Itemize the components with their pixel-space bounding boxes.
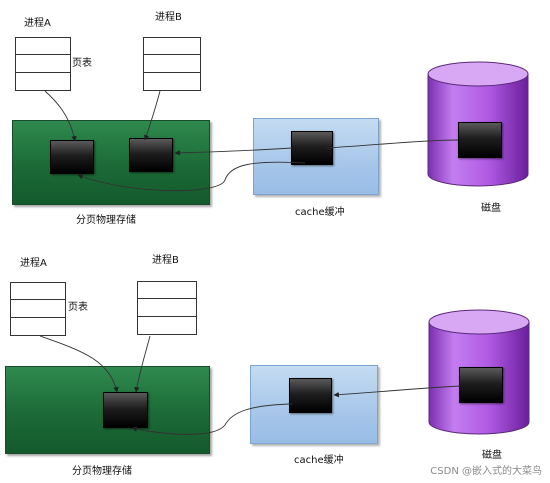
page-table-row bbox=[144, 38, 200, 56]
process-a-page-table bbox=[15, 37, 71, 91]
cache-page-block bbox=[289, 378, 332, 413]
process-b-page-table bbox=[137, 281, 197, 335]
paged-physical-memory bbox=[12, 120, 210, 205]
page-table-row bbox=[138, 299, 196, 317]
page-table-row bbox=[144, 55, 200, 73]
page-table-row bbox=[144, 73, 200, 90]
page-table-row bbox=[138, 317, 196, 334]
process-a-label: 进程A bbox=[24, 18, 51, 29]
disk-page-block bbox=[458, 122, 502, 158]
page-table-row bbox=[16, 73, 70, 90]
memory-label: 分页物理存储 bbox=[72, 466, 132, 477]
memory-page-block-b bbox=[129, 138, 173, 172]
process-b-page-table bbox=[143, 37, 201, 91]
disk-page-block bbox=[459, 367, 503, 403]
process-b-label: 进程B bbox=[152, 255, 179, 266]
page-table-row bbox=[138, 282, 196, 300]
cache-label: cache缓冲 bbox=[295, 207, 345, 218]
memory-label: 分页物理存储 bbox=[76, 215, 136, 226]
watermark: CSDN @嵌入式的大菜鸟 bbox=[430, 466, 542, 477]
process-b-label: 进程B bbox=[155, 12, 182, 23]
memory-page-block-shared bbox=[103, 392, 148, 428]
page-table-row bbox=[11, 300, 65, 318]
disk-label: 磁盘 bbox=[482, 450, 502, 461]
disk-label: 磁盘 bbox=[481, 203, 501, 214]
page-table-label: 页表 bbox=[72, 58, 92, 69]
page-table-row bbox=[16, 38, 70, 56]
process-a-label: 进程A bbox=[20, 258, 47, 269]
page-table-label: 页表 bbox=[68, 302, 88, 313]
page-table-row bbox=[16, 55, 70, 73]
process-a-page-table bbox=[10, 282, 66, 336]
page-table-row bbox=[11, 318, 65, 335]
page-table-row bbox=[11, 283, 65, 301]
cache-page-block bbox=[291, 131, 333, 165]
cache-label: cache缓冲 bbox=[294, 455, 344, 466]
memory-page-block-a bbox=[50, 140, 94, 174]
